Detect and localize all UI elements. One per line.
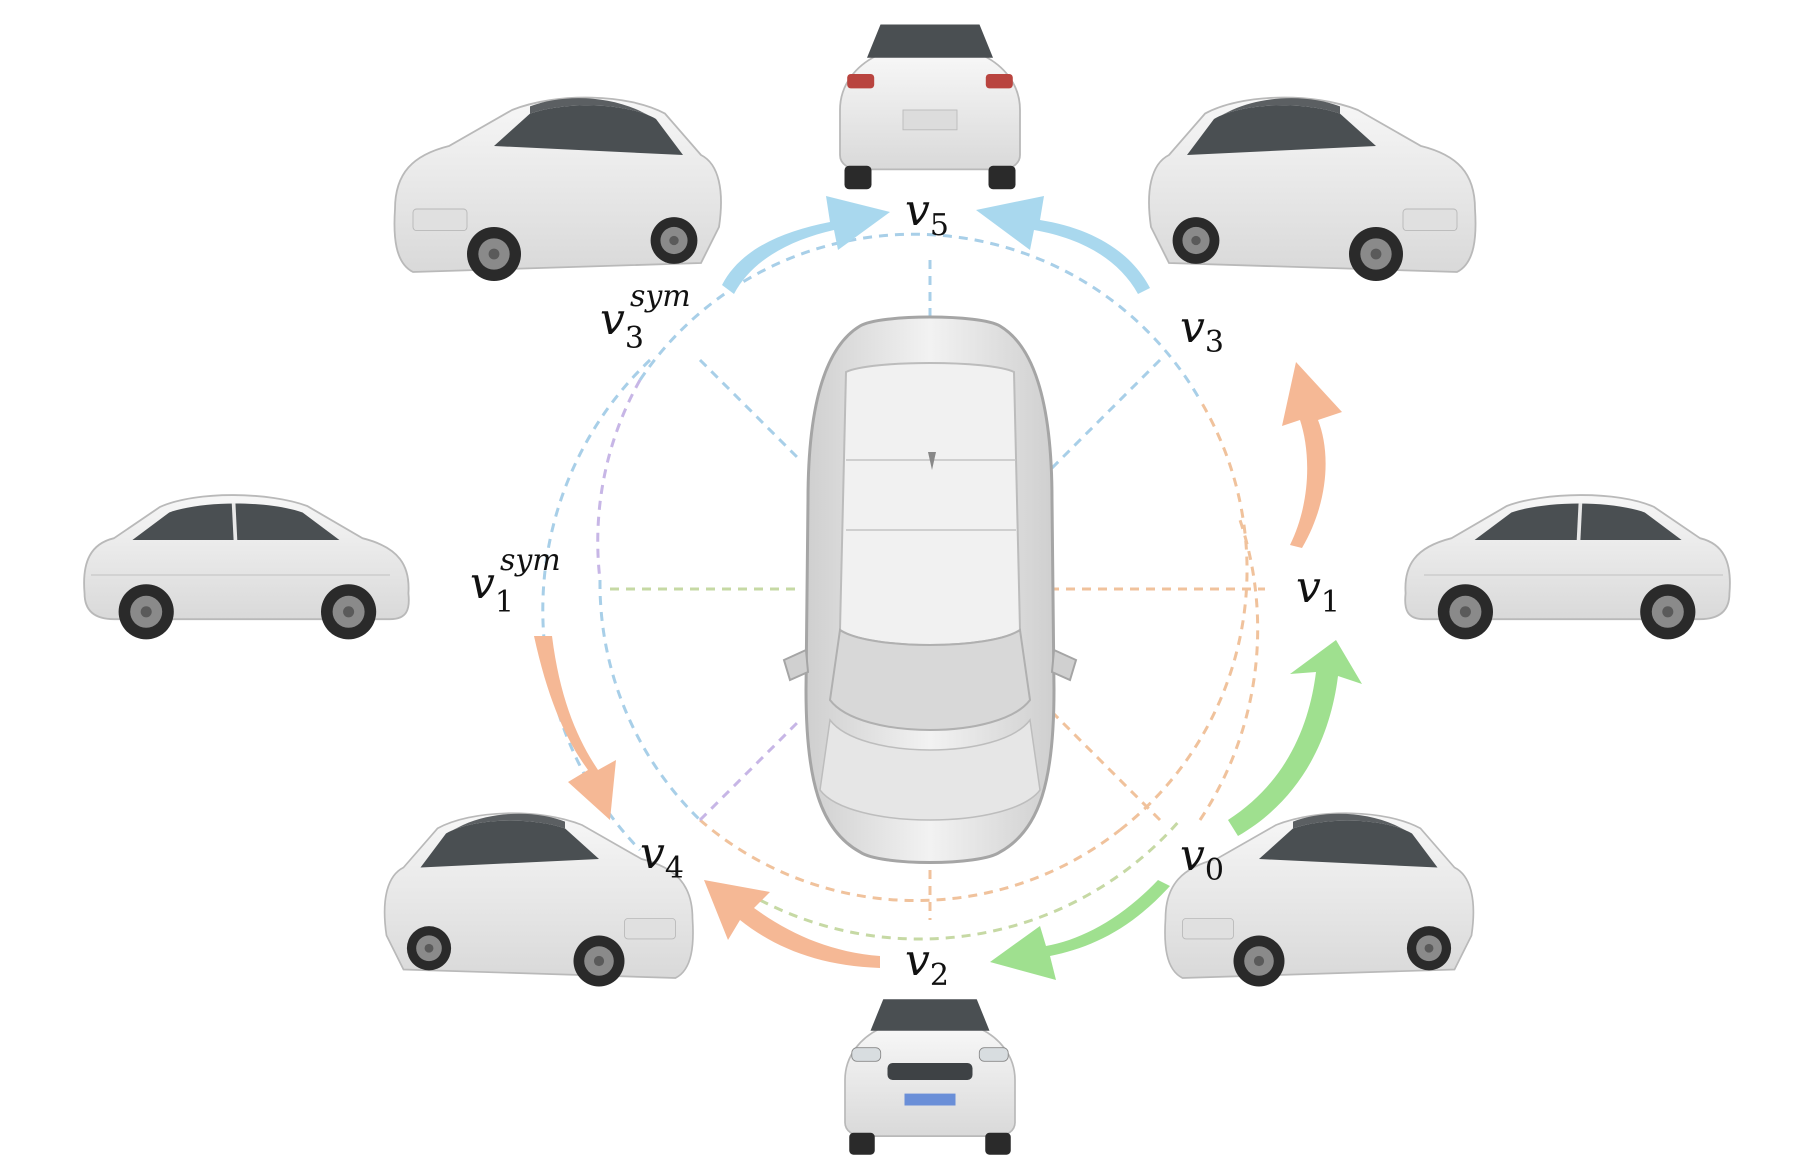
car-top-roof [838,362,1022,646]
license-plate [904,1093,956,1106]
guide-arc-outer-bottom [759,819,1182,941]
car-roof [446,813,565,834]
arrow-v2-to-v4 [704,880,880,968]
car-roof [530,98,656,119]
headlight-left [851,1047,882,1062]
wheel-left [849,1132,875,1155]
car-windows [1259,820,1438,868]
guide-arc-left [598,579,702,822]
hub [424,943,434,953]
car-windshield [870,999,990,1031]
hub [1191,235,1201,246]
hub [140,606,152,618]
wheel-left [844,165,872,190]
label-v1sym: v1sym [470,543,561,620]
window-pillar [231,503,238,541]
arrow-v3sym-to-v5 [722,196,890,294]
car-view-v2-front [844,999,1016,1155]
car-view-v5-rear [839,24,1021,190]
window-pillar [1576,503,1583,541]
wheel-right [988,165,1016,190]
hub [1424,943,1434,953]
car-top-windshield [828,628,1032,731]
car-bumper [624,918,676,940]
label-v3: v3 [1180,302,1224,360]
tail-light-left [847,74,875,89]
guide-spoke-ne [1048,358,1162,472]
car-view-v3 [1148,96,1477,281]
car-view-v0 [1164,812,1475,987]
car-view-v4 [383,812,694,987]
car-bumper [1402,208,1458,232]
dashed-view-guides [541,232,1265,941]
hub [1459,606,1471,618]
car-windshield [867,24,993,58]
arrow-v0-to-v2 [990,880,1170,980]
guide-spoke-nw [698,358,802,462]
guide-arc-left-upper [596,379,642,581]
label-v3sym: v3sym [600,279,691,356]
guide-arc-right [1119,399,1249,832]
guide-arc-bottom [699,818,1121,903]
wheel-right [985,1132,1011,1155]
car-top-view-icon [782,315,1078,864]
arrow-v1sym-to-v4 [534,636,616,820]
car-top-antenna [928,452,936,470]
arrow-v3-to-v5 [976,196,1150,294]
label-v4: v4 [640,828,684,886]
car-top-hood [819,718,1041,821]
hub [1662,606,1674,618]
car-views [83,24,1731,1155]
guide-arc-outer-right [1198,519,1260,821]
car-view-v3sym [393,96,722,281]
tail-light-right [985,74,1013,89]
guide-spoke-sw [698,718,802,822]
car-roof [1293,813,1412,834]
car-roof [1214,98,1340,119]
label-v0: v0 [1180,830,1224,888]
car-view-v1 [1404,494,1731,640]
car-windows [420,820,599,868]
car-body [844,1028,1016,1137]
label-v1: v1 [1296,562,1340,620]
guide-arc-top [638,232,1202,401]
car-top-mirror-right [1050,648,1078,682]
car-view-v1sym [83,494,410,640]
plate-area [902,109,958,131]
headlight-right [978,1047,1009,1062]
hub [593,955,605,967]
guide-arc-outer-left [541,358,652,852]
hub [1253,955,1265,967]
hub [343,606,355,618]
car-windows [1187,105,1376,155]
label-v5: v5 [905,185,949,243]
car-bumper [412,208,468,232]
car-windows [494,105,683,155]
hub [1370,248,1382,260]
car-top-mirror-left [782,648,810,682]
guide-spoke-se [1048,708,1162,822]
label-v2: v2 [905,935,949,993]
view-labels: v5 v3 v3sym v1sym v1 v4 v0 v2 [470,185,1340,993]
rotation-arrows [534,196,1362,980]
arrow-v1-to-v3 [1282,362,1342,548]
front-grille [887,1063,973,1080]
arrow-v0-to-v1 [1228,640,1362,836]
car-bumper [1182,918,1234,940]
hub [669,235,679,246]
hub [488,248,500,260]
